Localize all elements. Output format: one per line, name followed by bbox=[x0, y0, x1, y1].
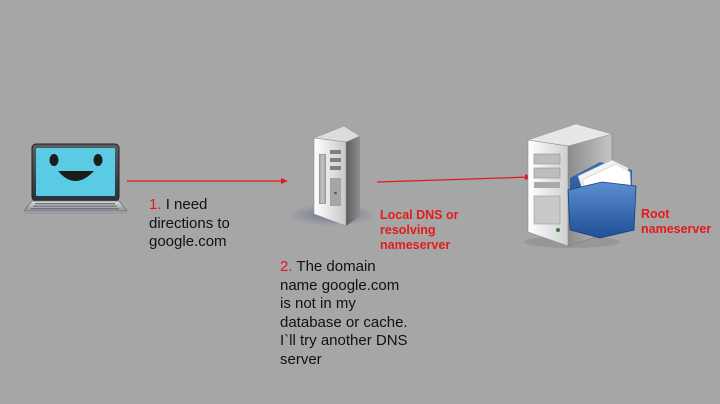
step-1-number: 1. bbox=[149, 196, 162, 213]
step-1-text: 1. I need directions to google.com bbox=[149, 196, 230, 250]
server-tower-icon bbox=[288, 125, 376, 227]
root-label: Root nameserver bbox=[641, 207, 712, 236]
arrow-resolver-to-root bbox=[376, 174, 532, 183]
resolver-label: Local DNS or resolving nameserver bbox=[380, 208, 459, 252]
laptop-icon bbox=[23, 143, 128, 214]
step-2-text: 2. The domain name google.com is not in … bbox=[280, 258, 408, 368]
step-2-number: 2. bbox=[280, 258, 293, 275]
server-folder-icon bbox=[524, 123, 637, 248]
